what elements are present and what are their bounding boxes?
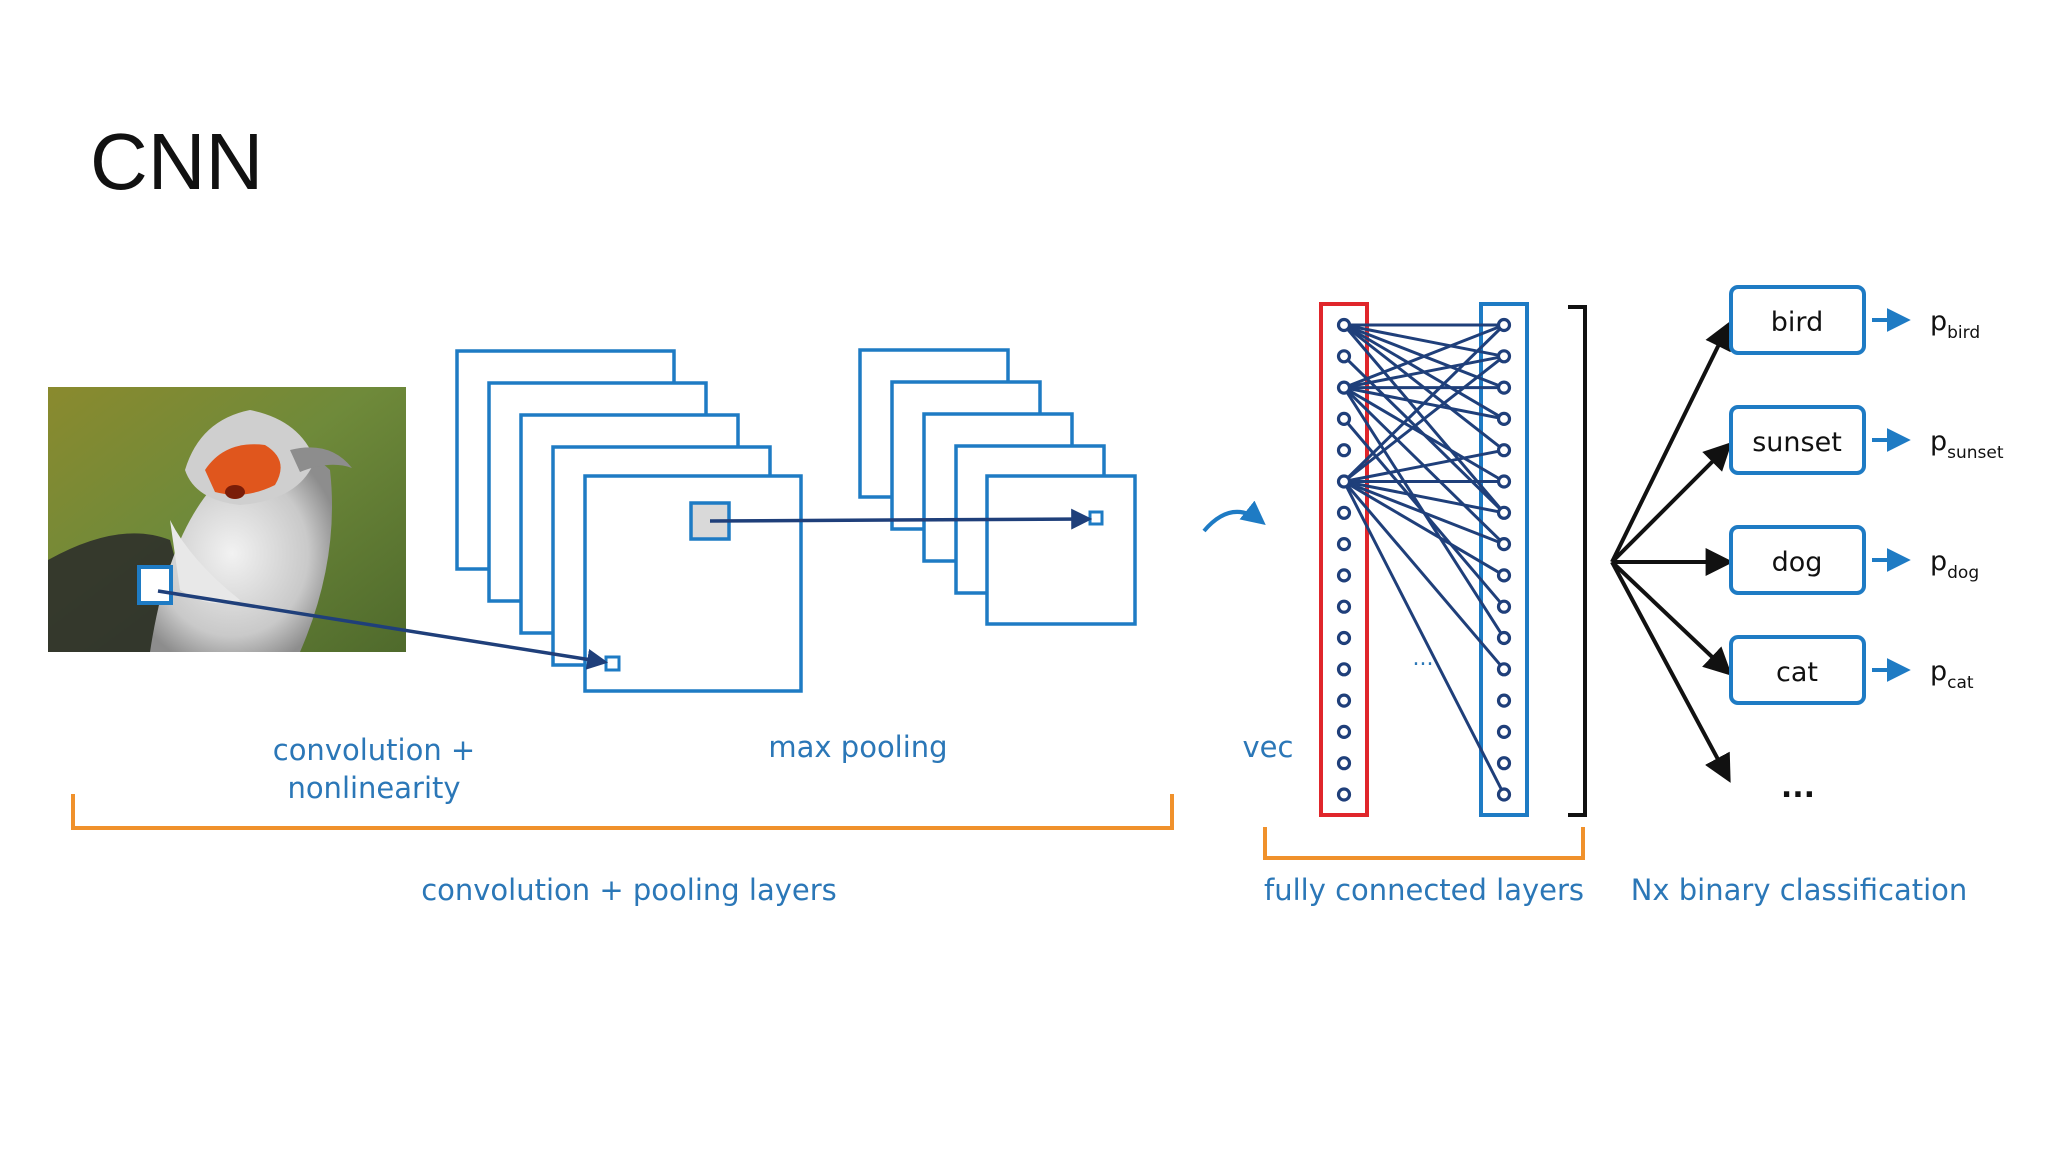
fc-connection (1342, 323, 1506, 483)
hidden-neuron (1496, 380, 1512, 395)
input-bird-image (48, 387, 406, 652)
vec-neuron (1336, 349, 1352, 364)
vec-layer-box (1319, 302, 1369, 817)
hidden-neurons (1496, 317, 1512, 802)
class-probability: pcat (1930, 656, 1974, 693)
image-to-conv-arrow (157, 589, 609, 670)
vec-neuron (1336, 411, 1352, 426)
class-label: dog (1772, 547, 1823, 578)
section-label-fc: fully connected layers (1264, 873, 1584, 907)
vec-neuron (1336, 724, 1352, 740)
fc-connection (1343, 480, 1505, 515)
conv-output-pixel (604, 655, 621, 672)
fc-connection (1343, 355, 1505, 483)
class-label: bird (1771, 307, 1823, 338)
class-label: sunset (1752, 427, 1842, 458)
hidden-neuron (1496, 536, 1512, 552)
conv-pool-section-bracket (71, 794, 1174, 830)
hidden-neuron (1496, 349, 1512, 364)
conv-to-pool-arrow (709, 508, 1093, 530)
output-bracket (1568, 305, 1587, 817)
class-box (1729, 635, 1866, 705)
label-more-classes: ... (1781, 770, 1815, 805)
vec-neuron (1336, 787, 1352, 802)
vec-neuron (1336, 599, 1352, 614)
vec-neuron (1336, 662, 1352, 677)
class-box (1729, 405, 1866, 475)
vec-neuron (1336, 380, 1352, 395)
vec-neuron (1336, 536, 1352, 552)
class-probability: psunset (1930, 426, 2004, 463)
classification-arrows (1610, 320, 1734, 783)
hidden-neuron (1496, 443, 1512, 458)
class-boxes: bird pbird sunset psunset dog pdog cat pcat (1729, 285, 2004, 705)
fc-connection (1342, 480, 1506, 796)
fc-connection (1343, 323, 1505, 389)
class-probability: pdog (1930, 546, 1979, 583)
vec-neuron (1336, 505, 1352, 520)
fc-connection (1342, 417, 1506, 608)
section-label-conv-pool: convolution + pooling layers (421, 873, 837, 907)
hidden-neuron (1496, 756, 1512, 771)
pool-output-pixel (1088, 510, 1104, 526)
hidden-neuron (1496, 724, 1512, 740)
fc-connection (1343, 480, 1505, 577)
vec-neuron (1336, 568, 1352, 583)
vec-neuron (1336, 474, 1352, 489)
hidden-neuron (1496, 630, 1512, 646)
label-hidden-ellipsis: ... (1413, 646, 1434, 671)
fc-connection (1342, 480, 1506, 671)
class-label: cat (1776, 657, 1818, 688)
label-max-pooling: max pooling (768, 730, 947, 764)
vec-neuron (1336, 693, 1352, 708)
hidden-neuron (1496, 474, 1512, 489)
flatten-arrow (1202, 500, 1266, 533)
label-convolution-line1: convolution + (273, 733, 475, 767)
fc-connections (1342, 323, 1506, 796)
label-convolution-line2: nonlinearity (287, 771, 460, 805)
slide-title: CNN (90, 117, 264, 206)
hidden-neuron (1496, 411, 1512, 426)
label-vec: vec (1243, 730, 1294, 764)
class-box (1729, 525, 1866, 595)
hidden-neuron (1496, 505, 1512, 520)
hidden-layer-box (1479, 302, 1529, 817)
hidden-neuron (1496, 599, 1512, 614)
class-bird: bird pbird (1729, 285, 1980, 355)
hidden-neuron (1496, 693, 1512, 708)
hidden-neuron (1496, 568, 1512, 583)
fc-connection (1342, 355, 1506, 514)
vec-neuron (1336, 756, 1352, 771)
class-probability: pbird (1930, 306, 1980, 343)
section-label-classification: Nx binary classification (1631, 873, 1968, 907)
class-dog: dog pdog (1729, 525, 1979, 595)
class-sunset: sunset psunset (1729, 405, 2004, 475)
pooling-feature-maps (858, 348, 1137, 626)
vec-neuron (1336, 630, 1352, 646)
hidden-neuron (1496, 317, 1512, 333)
hidden-neuron (1496, 787, 1512, 802)
fc-section-bracket (1263, 827, 1585, 860)
hidden-neuron (1496, 662, 1512, 677)
fc-connection (1343, 448, 1505, 483)
class-box (1729, 285, 1866, 355)
vec-neuron (1336, 317, 1352, 333)
vec-neuron (1336, 443, 1352, 458)
vec-neurons (1336, 317, 1352, 802)
class-cat: cat pcat (1729, 635, 1974, 705)
